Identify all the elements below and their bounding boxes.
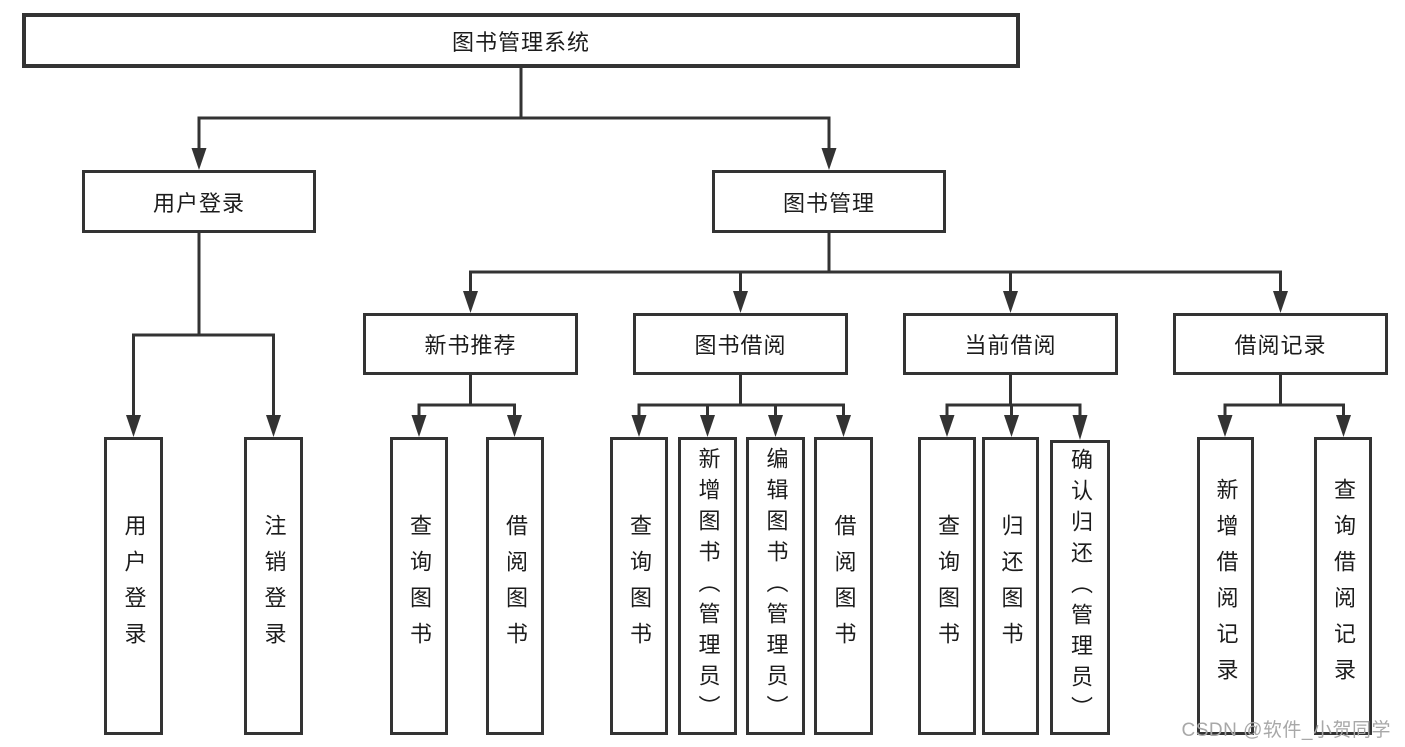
leaf-query-books-borrow: 查询图书	[610, 437, 668, 735]
connector-borrow-to-leaves	[637, 375, 845, 417]
leaf-logout: 注销登录	[244, 437, 303, 735]
connector-root-to-level2	[197, 68, 831, 150]
leaf-label: 查询图书	[407, 514, 432, 658]
connector-current-to-leaves	[945, 375, 1082, 417]
leaf-label: 查询图书	[627, 514, 652, 658]
leaf-label: 用户登录	[121, 514, 147, 658]
leaf-label: 归还图书	[998, 514, 1024, 658]
node-library-management-system: 图书管理系统	[22, 13, 1020, 68]
node-current-borrowing: 当前借阅	[903, 313, 1118, 375]
leaf-return-books: 归还图书	[982, 437, 1039, 735]
leaf-label: 新增借阅记录	[1213, 478, 1239, 694]
leaf-query-books-current: 查询图书	[918, 437, 976, 735]
leaf-add-book-admin: 新增图书（管理员）	[678, 437, 737, 735]
connector-records-to-leaves	[1223, 375, 1345, 417]
node-book-borrowing: 图书借阅	[633, 313, 848, 375]
leaf-label: 借阅图书	[503, 514, 528, 658]
leaf-query-books-recommend: 查询图书	[390, 437, 448, 735]
node-label: 图书管理	[782, 190, 875, 216]
connector-newbook-to-leaves	[417, 375, 516, 417]
node-label: 当前借阅	[964, 333, 1057, 358]
node-borrowing-records: 借阅记录	[1173, 313, 1388, 375]
node-new-book-recommendation: 新书推荐	[363, 313, 578, 375]
node-user-login: 用户登录	[82, 170, 316, 233]
leaf-label: 注销登录	[261, 514, 287, 658]
leaf-label: 新增图书（管理员）	[695, 446, 721, 726]
node-book-management: 图书管理	[712, 170, 946, 233]
leaf-label: 查询借阅记录	[1331, 478, 1356, 694]
leaf-label: 查询图书	[935, 514, 960, 658]
leaf-label: 确认归还（管理员）	[1068, 448, 1093, 727]
node-label: 借阅记录	[1234, 333, 1327, 358]
leaf-edit-book-admin: 编辑图书（管理员）	[746, 437, 805, 735]
arrowheads	[126, 148, 1351, 440]
leaf-query-borrow-record: 查询借阅记录	[1314, 437, 1372, 735]
leaf-user-login: 用户登录	[104, 437, 163, 735]
node-label: 用户登录	[152, 190, 245, 216]
leaf-label: 借阅图书	[831, 514, 857, 658]
connector-userlogin-to-leaves	[132, 233, 275, 417]
csdn-watermark: CSDN @软件_小贺同学	[1181, 720, 1391, 741]
node-label: 新书推荐	[424, 333, 517, 358]
connector-bookmgmt-to-level3	[469, 233, 1282, 293]
leaf-borrow-books: 借阅图书	[814, 437, 873, 735]
leaf-add-borrow-record: 新增借阅记录	[1197, 437, 1254, 735]
leaf-confirm-return-admin: 确认归还（管理员）	[1050, 440, 1110, 735]
leaf-borrow-books-recommend: 借阅图书	[486, 437, 544, 735]
leaf-label: 编辑图书（管理员）	[763, 446, 789, 726]
node-label: 图书借阅	[694, 333, 787, 358]
node-label: 图书管理系统	[451, 29, 590, 55]
